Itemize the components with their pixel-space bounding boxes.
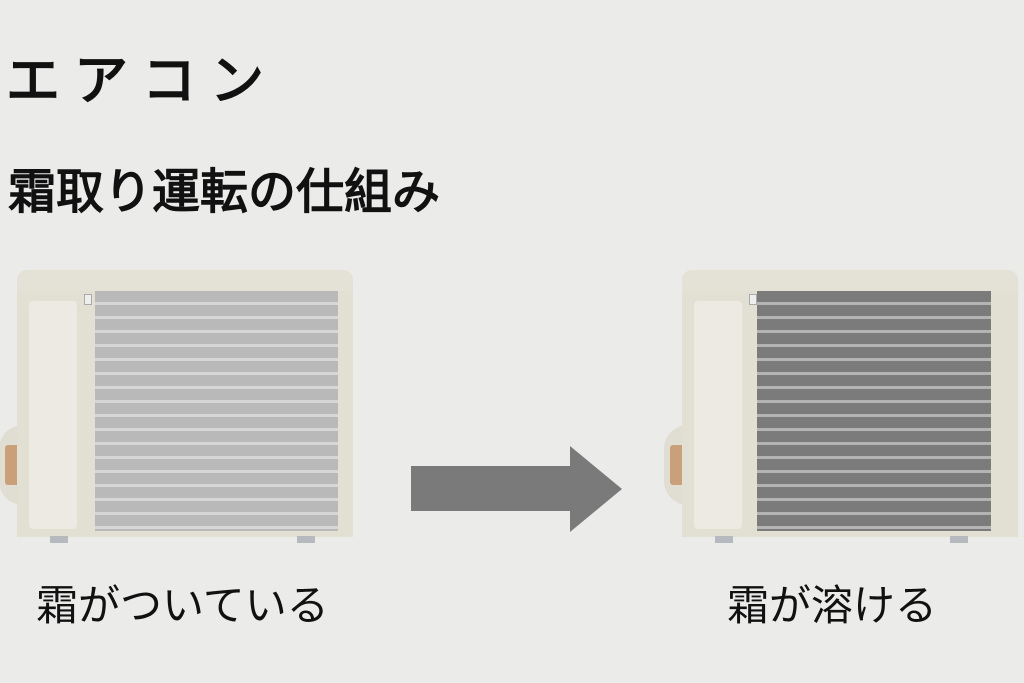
switch-icon — [749, 294, 757, 305]
unit-body — [682, 291, 1018, 537]
melted-outdoor-unit — [664, 270, 1018, 543]
side-panel — [29, 301, 77, 529]
unit-foot — [50, 536, 68, 543]
unit-foot — [950, 536, 968, 543]
unit-body — [17, 291, 353, 537]
pipe-connector-icon — [670, 445, 684, 485]
melted-label: 霜が溶ける — [727, 581, 938, 630]
frosted-outdoor-unit — [0, 270, 353, 543]
unit-foot — [715, 536, 733, 543]
unit-top-cap — [682, 270, 1018, 292]
melted-fins — [757, 291, 991, 531]
frosted-fins — [95, 291, 338, 531]
switch-icon — [84, 294, 92, 305]
unit-top-cap — [17, 270, 353, 292]
pipe-connector-icon — [5, 445, 19, 485]
unit-foot — [297, 536, 315, 543]
page-subtitle: 霜取り運転の仕組み — [8, 164, 441, 220]
side-panel — [694, 301, 742, 529]
arrow-right-icon — [411, 446, 622, 532]
page-title: エアコン — [6, 49, 278, 112]
frosted-label: 霜がついている — [36, 581, 329, 630]
